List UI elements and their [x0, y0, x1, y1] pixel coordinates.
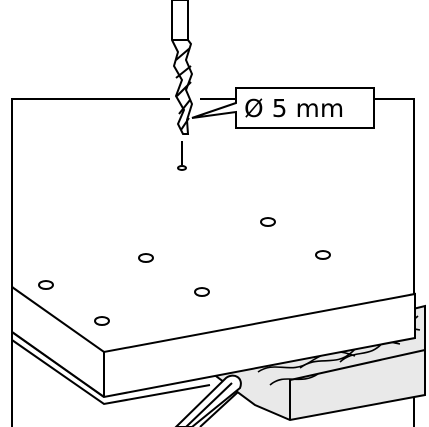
pencil-icon: [174, 374, 242, 427]
hole: [194, 287, 210, 297]
drill-bit-icon: [171, 0, 194, 171]
hole: [38, 280, 54, 290]
hole: [138, 253, 154, 263]
drill-holes: [38, 217, 331, 326]
hole: [315, 250, 331, 260]
hole: [260, 217, 276, 227]
callout-label: Ø 5 mm: [244, 94, 344, 123]
hole: [94, 316, 110, 326]
diameter-callout: Ø 5 mm: [191, 87, 375, 129]
board: [11, 286, 416, 406]
